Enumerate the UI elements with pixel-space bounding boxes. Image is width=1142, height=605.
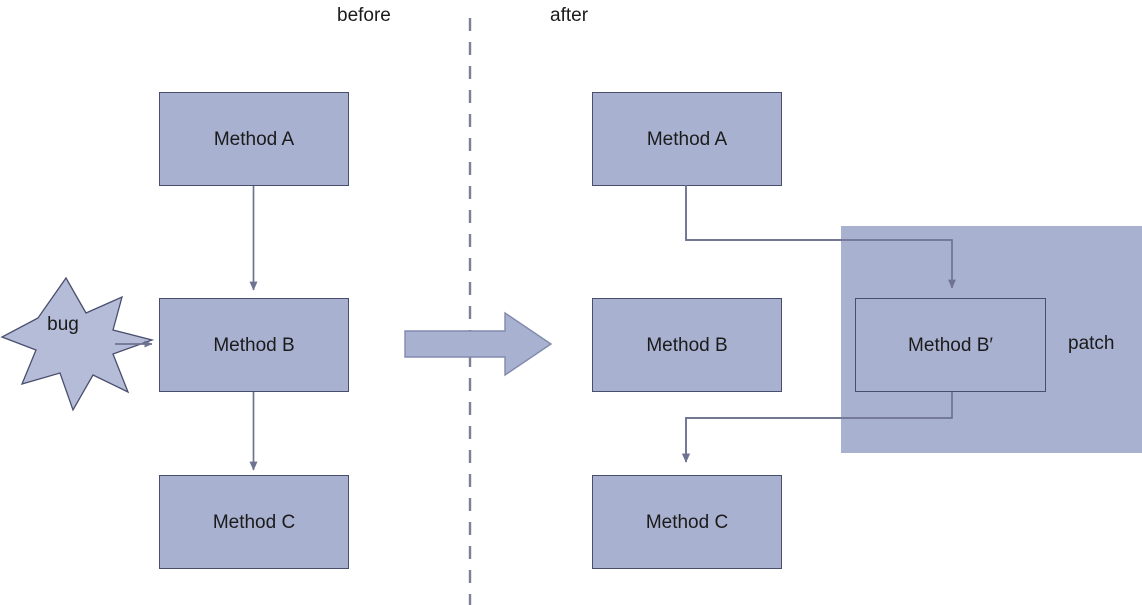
node-method-a-after[interactable]: Method A [592, 92, 782, 186]
node-label: Method A [646, 128, 728, 150]
node-label: Method B [646, 334, 728, 356]
node-method-b-before[interactable]: Method B [159, 298, 349, 392]
patch-label: patch [1068, 333, 1115, 354]
bug-star-shape [0, 276, 155, 412]
section-label-after: after [550, 5, 589, 26]
node-method-b-after[interactable]: Method B [592, 298, 782, 392]
node-method-c-before[interactable]: Method C [159, 475, 349, 569]
transition-right-arrow [404, 311, 553, 377]
node-method-c-after[interactable]: Method C [592, 475, 782, 569]
node-label: Method A [213, 128, 295, 150]
node-label: Method B [213, 334, 295, 356]
node-label: Method C [645, 511, 729, 533]
node-label: Method C [212, 511, 296, 533]
node-label: Method B′ [908, 334, 993, 356]
node-method-b-prime[interactable]: Method B′ [855, 298, 1046, 392]
node-method-a-before[interactable]: Method A [159, 92, 349, 186]
bug-label: bug [47, 314, 79, 335]
section-label-before: before [337, 5, 391, 26]
